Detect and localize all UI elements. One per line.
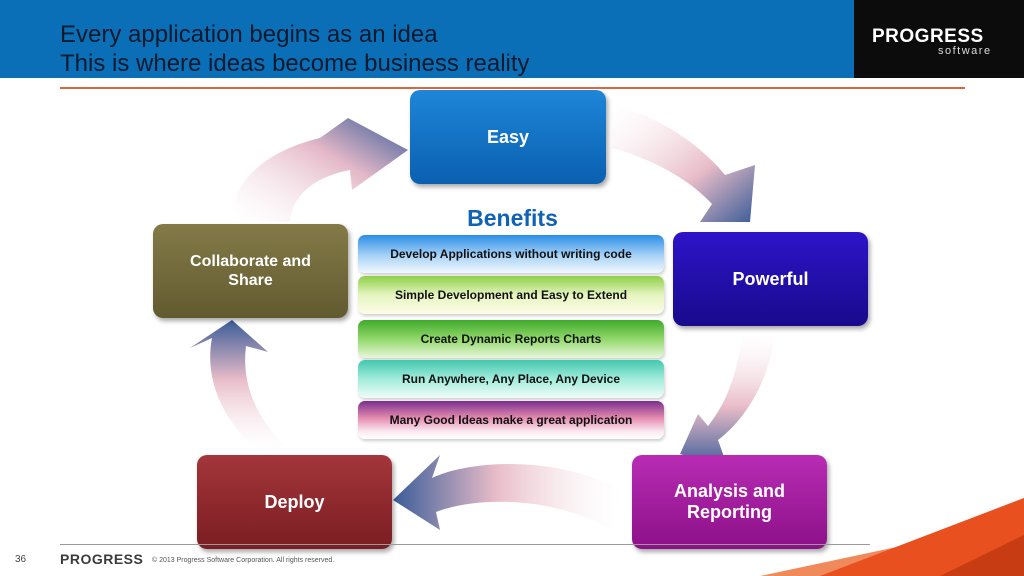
arrow-powerful-to-analysis <box>680 332 775 468</box>
arrow-deploy-to-collab <box>190 320 284 452</box>
cycle-node-powerful: Powerful <box>673 232 868 326</box>
cycle-node-easy: Easy <box>410 90 606 184</box>
cycle-node-collaborate: Collaborate and Share <box>153 224 348 318</box>
node-label: Share <box>228 272 273 289</box>
copyright-text: © 2013 Progress Software Corporation. Al… <box>152 557 335 564</box>
benefit-item: Develop Applications without writing cod… <box>358 235 664 273</box>
benefit-item: Run Anywhere, Any Place, Any Device <box>358 360 664 398</box>
progress-logo-sub: software <box>938 45 992 57</box>
node-label: Reporting <box>686 502 772 522</box>
cycle-node-analysis: Analysis and Reporting <box>632 455 827 549</box>
benefit-item: Many Good Ideas make a great application <box>358 401 664 439</box>
node-label: Powerful <box>732 268 809 289</box>
progress-logo: PROGRESS <box>872 26 984 47</box>
node-label: Easy <box>486 126 530 147</box>
arrow-analysis-to-deploy <box>393 455 622 530</box>
footer-logo: PROGRESS <box>60 551 144 567</box>
benefit-item: Create Dynamic Reports Charts <box>358 320 664 358</box>
slide-title-line-2: This is where ideas become business real… <box>60 50 530 77</box>
cycle-node-deploy: Deploy <box>197 455 392 549</box>
node-label: Analysis and <box>673 481 786 501</box>
benefits-title: Benefits <box>467 205 558 231</box>
arrow-collab-to-easy <box>232 118 408 222</box>
logo-panel <box>854 0 1024 78</box>
footer-divider <box>60 544 870 545</box>
node-label: Collaborate and <box>190 253 311 270</box>
node-label: Deploy <box>264 491 325 512</box>
header-bar <box>0 0 854 78</box>
arrow-easy-to-powerful <box>612 104 755 222</box>
page-number: 36 <box>15 554 27 565</box>
benefit-item: Simple Development and Easy to Extend <box>358 276 664 314</box>
title-divider <box>60 87 965 89</box>
slide-title-line-1: Every application begins as an idea <box>60 21 438 48</box>
